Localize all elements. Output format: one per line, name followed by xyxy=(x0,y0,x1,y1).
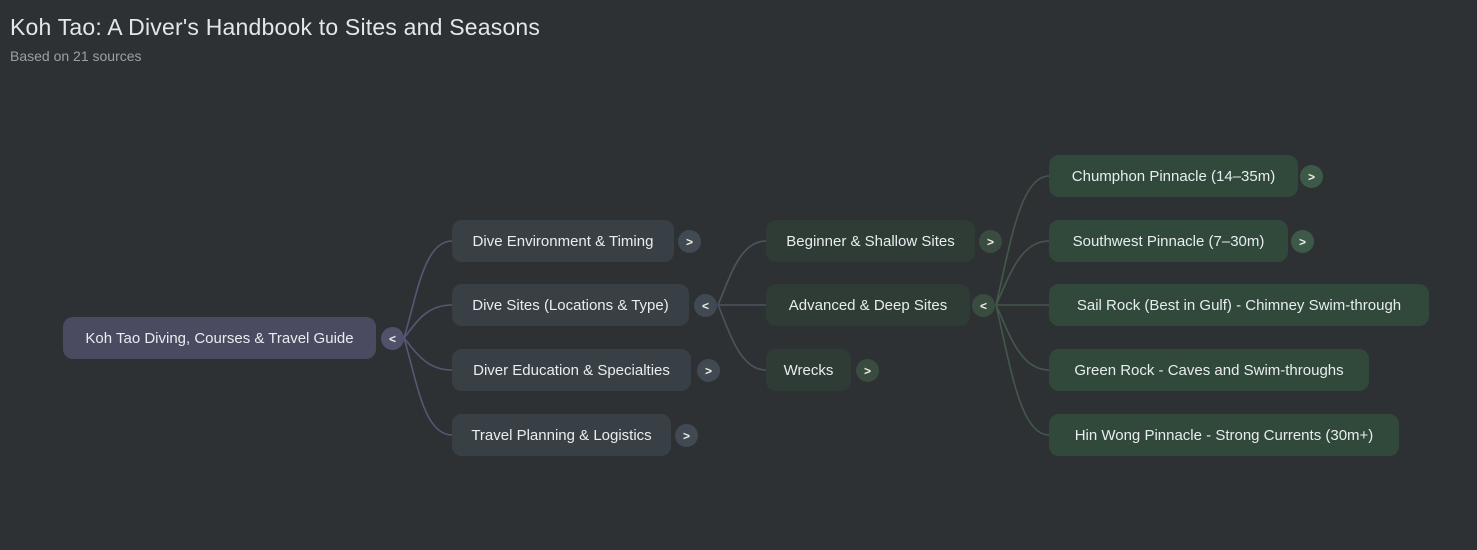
node-travel-planning-logistics[interactable]: Travel Planning & Logistics xyxy=(452,414,671,456)
expand-button-diver-education[interactable]: > xyxy=(697,359,720,382)
node-label: Sail Rock (Best in Gulf) - Chimney Swim-… xyxy=(1076,296,1402,314)
node-label: Hin Wong Pinnacle - Strong Currents (30m… xyxy=(1074,426,1374,444)
node-beginner-shallow-sites[interactable]: Beginner & Shallow Sites xyxy=(766,220,975,262)
node-southwest-pinnacle[interactable]: Southwest Pinnacle (7–30m) xyxy=(1049,220,1288,262)
connector xyxy=(403,337,453,371)
connector xyxy=(995,175,1050,306)
collapse-button-advanced-deep[interactable]: < xyxy=(972,294,995,317)
node-dive-environment-timing[interactable]: Dive Environment & Timing xyxy=(452,220,674,262)
collapse-button-dive-sites[interactable]: < xyxy=(694,294,717,317)
page-title: Koh Tao: A Diver's Handbook to Sites and… xyxy=(10,14,541,40)
node-label: Dive Environment & Timing xyxy=(472,232,654,250)
expand-button-beginner-shallow[interactable]: > xyxy=(979,230,1002,253)
expand-button-southwest-pinnacle[interactable]: > xyxy=(1291,230,1314,253)
header: Koh Tao: A Diver's Handbook to Sites and… xyxy=(10,14,540,64)
node-label: Green Rock - Caves and Swim-throughs xyxy=(1074,361,1344,379)
node-koh-tao-diving-root[interactable]: Koh Tao Diving, Courses & Travel Guide xyxy=(63,317,376,359)
node-green-rock[interactable]: Green Rock - Caves and Swim-throughs xyxy=(1049,349,1369,391)
node-hin-wong-pinnacle[interactable]: Hin Wong Pinnacle - Strong Currents (30m… xyxy=(1049,414,1399,456)
collapse-button-root[interactable]: < xyxy=(381,327,404,350)
connector xyxy=(995,304,1050,371)
node-label: Koh Tao Diving, Courses & Travel Guide xyxy=(85,329,354,347)
node-diver-education-specialties[interactable]: Diver Education & Specialties xyxy=(452,349,691,391)
source-count-label: Based on 21 sources xyxy=(10,48,142,64)
node-label: Southwest Pinnacle (7–30m) xyxy=(1072,232,1265,250)
node-wrecks[interactable]: Wrecks xyxy=(766,349,851,391)
node-sail-rock[interactable]: Sail Rock (Best in Gulf) - Chimney Swim-… xyxy=(1049,284,1429,326)
node-label: Wrecks xyxy=(783,361,834,379)
node-label: Travel Planning & Logistics xyxy=(471,426,652,444)
connector xyxy=(403,337,453,436)
node-chumphon-pinnacle[interactable]: Chumphon Pinnacle (14–35m) xyxy=(1049,155,1298,197)
node-label: Beginner & Shallow Sites xyxy=(786,232,955,250)
expand-button-dive-environment-timing[interactable]: > xyxy=(678,230,701,253)
connector xyxy=(995,304,1050,436)
node-advanced-deep-sites[interactable]: Advanced & Deep Sites xyxy=(766,284,970,326)
expand-button-wrecks[interactable]: > xyxy=(856,359,879,382)
node-label: Advanced & Deep Sites xyxy=(788,296,948,314)
connector xyxy=(403,304,453,339)
node-label: Chumphon Pinnacle (14–35m) xyxy=(1071,167,1276,185)
node-dive-sites-locations-type[interactable]: Dive Sites (Locations & Type) xyxy=(452,284,689,326)
node-label: Diver Education & Specialties xyxy=(473,361,670,379)
connector xyxy=(717,304,767,371)
expand-button-chumphon-pinnacle[interactable]: > xyxy=(1300,165,1323,188)
expand-button-travel-planning[interactable]: > xyxy=(675,424,698,447)
node-label: Dive Sites (Locations & Type) xyxy=(472,296,669,314)
connector xyxy=(403,240,453,339)
connector xyxy=(995,240,1050,306)
connector xyxy=(717,240,767,306)
